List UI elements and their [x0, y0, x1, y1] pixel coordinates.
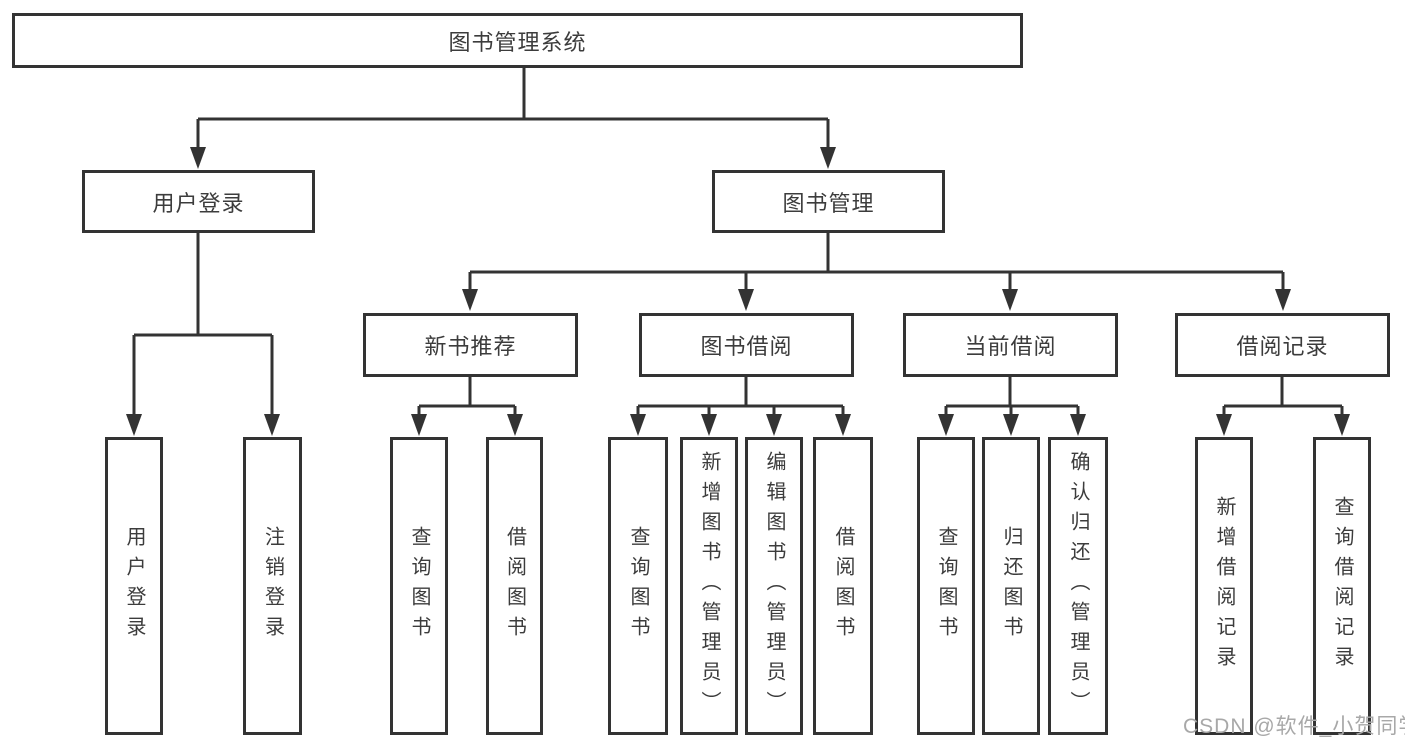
connector-new-book-split: [417, 377, 517, 418]
arrowhead: [507, 414, 523, 436]
arrowhead: [1002, 289, 1018, 311]
node-current-borrow: 当前借阅: [903, 313, 1118, 377]
leaf-confirm-return-admin: 确认归还（管理员）: [1048, 437, 1108, 735]
leaf-return-books: 归还图书: [982, 437, 1040, 735]
connector-current-borrow-split: [944, 377, 1080, 418]
node-new-book-recommend: 新书推荐: [363, 313, 578, 377]
arrowhead: [766, 414, 782, 436]
leaf-add-books-admin: 新增图书（管理员）: [680, 437, 738, 735]
arrowhead: [126, 414, 142, 436]
node-user-login: 用户登录: [82, 170, 315, 233]
node-label: 图书借阅: [700, 334, 793, 359]
leaf-logout: 注销登录: [243, 437, 302, 735]
arrowhead: [264, 414, 280, 436]
node-label: 用户登录: [123, 526, 145, 646]
node-borrow-records: 借阅记录: [1175, 313, 1390, 377]
arrowheads: [126, 147, 1350, 436]
connector-paths: [132, 68, 1344, 418]
node-label: 查询图书: [935, 526, 957, 646]
node-label: 归还图书: [1000, 526, 1022, 646]
node-label: 确认归还（管理员）: [1067, 451, 1089, 721]
arrowhead: [462, 289, 478, 311]
node-label: 编辑图书（管理员）: [763, 451, 785, 721]
arrowhead: [1070, 414, 1086, 436]
leaf-user-login: 用户登录: [105, 437, 163, 735]
connector-book-borrow-split: [636, 377, 845, 418]
node-label: 新书推荐: [424, 334, 517, 359]
arrowhead: [701, 414, 717, 436]
node-book-management: 图书管理: [712, 170, 945, 233]
leaf-query-books-1: 查询图书: [390, 437, 448, 735]
leaf-edit-books-admin: 编辑图书（管理员）: [745, 437, 803, 735]
node-label: 查询借阅记录: [1331, 496, 1353, 676]
node-label: 查询图书: [627, 526, 649, 646]
node-label: 新增图书（管理员）: [698, 451, 720, 721]
arrowhead: [1275, 289, 1291, 311]
node-label: 当前借阅: [964, 334, 1057, 359]
arrowhead: [738, 289, 754, 311]
node-library-system: 图书管理系统: [12, 13, 1023, 68]
node-label: 借阅记录: [1236, 334, 1329, 359]
node-label: 图书管理系统: [448, 29, 587, 55]
leaf-query-books-2: 查询图书: [608, 437, 668, 735]
leaf-query-borrow-record: 查询借阅记录: [1313, 437, 1371, 735]
node-label: 新增借阅记录: [1213, 496, 1235, 676]
arrowhead: [1216, 414, 1232, 436]
arrowhead: [820, 147, 836, 169]
watermark-text: CSDN @软件_小贺同学: [1183, 715, 1405, 738]
arrowhead: [190, 147, 206, 169]
leaf-borrow-books-1: 借阅图书: [486, 437, 543, 735]
connector-root-split: [196, 68, 830, 150]
node-label: 查询图书: [408, 526, 430, 646]
arrowhead: [835, 414, 851, 436]
leaf-borrow-books-2: 借阅图书: [813, 437, 873, 735]
arrowhead: [411, 414, 427, 436]
node-label: 注销登录: [261, 526, 284, 646]
node-label: 借阅图书: [832, 526, 854, 646]
leaf-query-books-3: 查询图书: [917, 437, 975, 735]
arrowhead: [1334, 414, 1350, 436]
connector-book-management-split: [468, 233, 1285, 292]
node-label: 借阅图书: [503, 526, 526, 646]
arrowhead: [630, 414, 646, 436]
node-book-borrow: 图书借阅: [639, 313, 854, 377]
connector-user-login-split: [132, 233, 274, 418]
arrowhead: [1003, 414, 1019, 436]
leaf-add-borrow-record: 新增借阅记录: [1195, 437, 1253, 735]
node-label: 图书管理: [782, 190, 875, 216]
node-label: 用户登录: [152, 190, 245, 216]
connector-borrow-records-split: [1222, 377, 1344, 418]
arrowhead: [938, 414, 954, 436]
